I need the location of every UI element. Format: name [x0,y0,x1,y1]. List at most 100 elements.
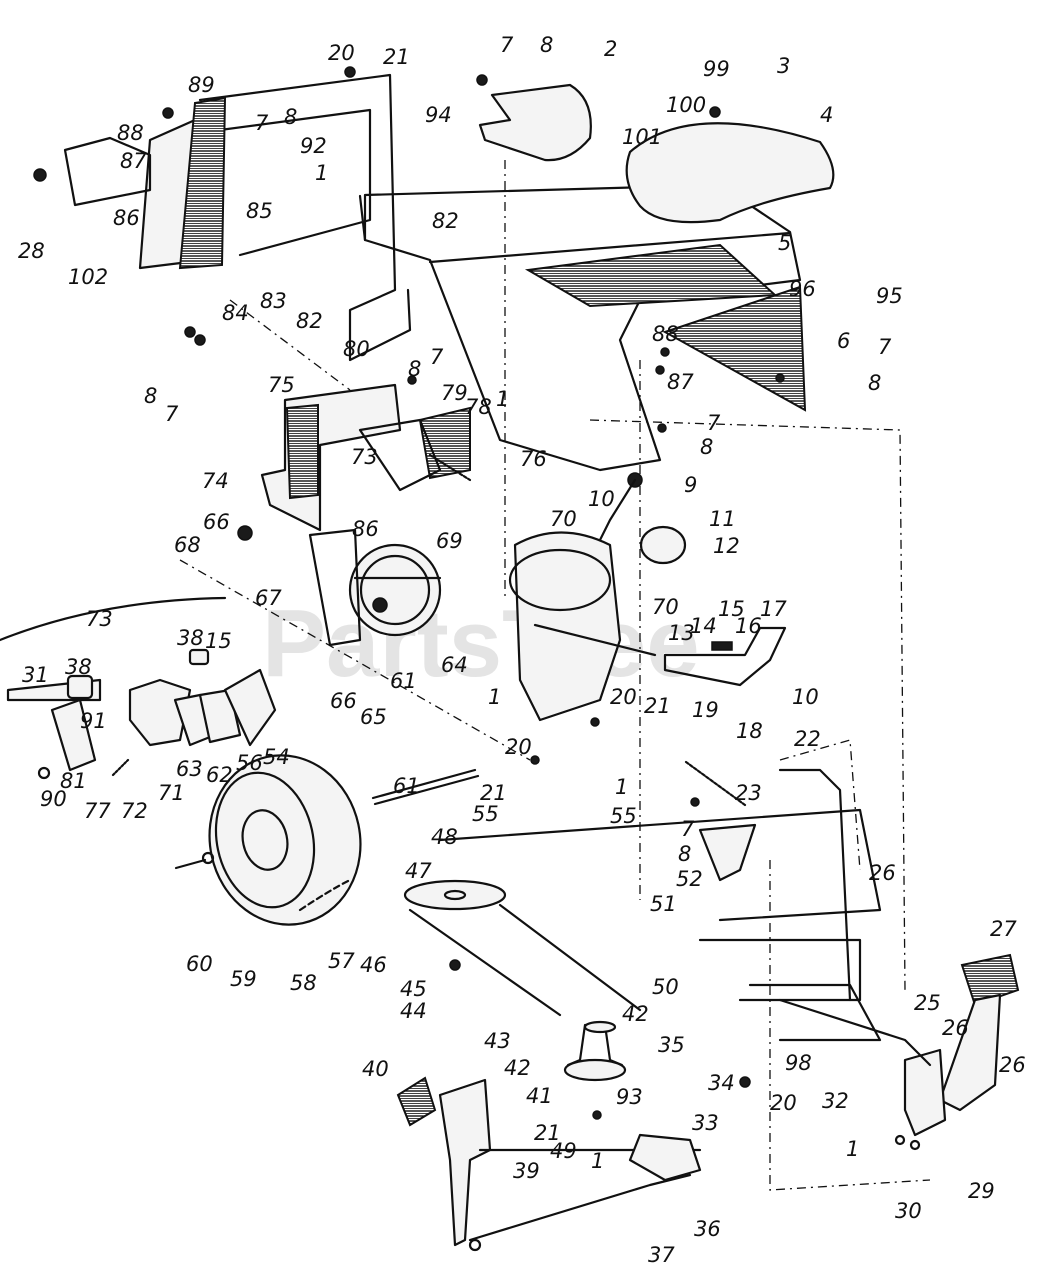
assembly-lines [179,160,931,1191]
callout-37: 37 [648,1243,675,1267]
callout-8: 8 [408,357,421,381]
control-rod [778,768,932,1067]
springs [111,453,747,807]
callout-28: 28 [18,239,45,263]
brake-pedal [396,1076,702,1252]
callout-15: 15 [205,629,232,653]
callout-29: 29 [968,1179,995,1203]
callout-59: 59 [230,967,257,991]
callout-22: 22 [794,727,821,751]
callout-92: 92 [300,134,327,158]
watermark: PartsTree [262,590,700,697]
callout-26: 26 [942,1016,969,1040]
callout-46: 46 [360,953,387,977]
callout-8: 8 [144,384,157,408]
callout-1: 1 [615,775,628,799]
callout-35: 35 [658,1033,685,1057]
callout-10: 10 [588,487,615,511]
callout-34: 34 [708,1071,735,1095]
shift-lever [663,626,787,687]
callout-8: 8 [540,33,553,57]
belt-drive [403,879,642,1082]
callout-90: 90 [40,787,67,811]
transmission [508,472,687,722]
callout-42: 42 [504,1056,531,1080]
footrest-plate-left [63,96,227,270]
hardware [33,66,785,1120]
callout-58: 58 [290,971,317,995]
callout-7: 7 [165,402,179,426]
callout-101: 101 [622,125,662,149]
callout-76: 76 [520,447,547,471]
callout-77: 77 [84,799,111,823]
seat-bracket [478,83,592,162]
callout-80: 80 [343,337,370,361]
callout-8: 8 [678,842,691,866]
callout-81: 81 [60,769,87,793]
callout-14: 14 [690,614,717,638]
callout-21: 21 [534,1121,561,1145]
callout-71: 71 [158,781,185,805]
brake-assembly [0,596,277,780]
callout-86: 86 [352,517,379,541]
callout-1: 1 [315,161,328,185]
callout-26: 26 [869,861,896,885]
callout-61: 61 [390,669,417,693]
callout-50: 50 [652,975,679,999]
callout-64: 64 [441,653,468,677]
callout-44: 44 [400,999,427,1023]
axle [371,768,480,806]
callout-94: 94 [425,103,452,127]
callout-102: 102 [68,265,108,289]
callout-7: 7 [430,345,444,369]
clutch-pedal [894,953,1020,1151]
callout-82: 82 [296,309,323,333]
callout-52: 52 [676,867,703,891]
callout-31: 31 [22,663,49,687]
callout-57: 57 [328,949,355,973]
callout-38: 38 [65,655,92,679]
callout-63: 63 [176,757,203,781]
callout-66: 66 [203,510,230,534]
callout-30: 30 [895,1199,922,1223]
callout-74: 74 [202,469,229,493]
callout-40: 40 [362,1057,389,1081]
callout-26: 26 [999,1053,1026,1077]
callout-68: 68 [174,533,201,557]
callout-95: 95 [876,284,903,308]
callout-82: 82 [432,209,459,233]
callout-88: 88 [117,121,144,145]
callout-56: 56 [236,751,263,775]
callout-17: 17 [760,597,787,621]
callout-12: 12 [713,534,740,558]
callout-27: 27 [990,917,1017,941]
back-frame [198,73,412,362]
callout-45: 45 [400,977,427,1001]
pedal-bracket [260,383,471,532]
callout-7: 7 [681,817,695,841]
sprocket [308,528,442,647]
callout-32: 32 [822,1089,849,1113]
callout-21: 21 [644,694,671,718]
callout-33: 33 [692,1111,719,1135]
wheel [174,754,362,926]
callout-91: 91 [80,709,107,733]
callout-19: 19 [692,698,719,722]
callout-48: 48 [431,825,458,849]
callout-72: 72 [121,799,148,823]
callout-55: 55 [472,802,499,826]
callout-83: 83 [260,289,287,313]
callout-36: 36 [694,1217,721,1241]
callout-79: 79 [441,381,468,405]
callout-98: 98 [785,1051,812,1075]
callout-3: 3 [777,54,790,78]
callout-66: 66 [330,689,357,713]
callout-89: 89 [188,73,215,97]
callout-99: 99 [703,57,730,81]
callout-23: 23 [735,781,762,805]
side-panel-right [662,285,807,412]
callout-75: 75 [268,373,295,397]
callout-69: 69 [436,529,463,553]
callout-100: 100 [666,93,706,117]
